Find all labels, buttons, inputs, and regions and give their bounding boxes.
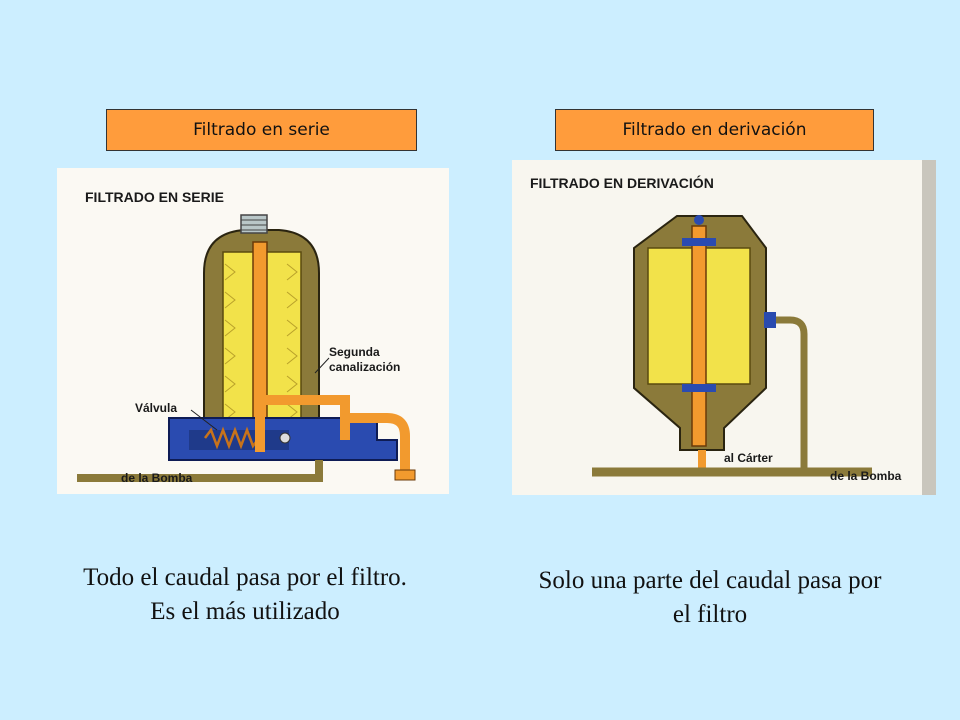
caption-serie: Todo el caudal pasa por el filtro. Es el… xyxy=(30,561,460,629)
label-de-la-bomba-derivacion: de la Bomba xyxy=(830,469,902,483)
caption-serie-line1: Todo el caudal pasa por el filtro. xyxy=(83,564,407,591)
label-valvula: Válvula xyxy=(135,401,177,415)
return-pipe xyxy=(345,413,410,480)
label-al-carter: al Cárter xyxy=(724,451,773,465)
tab-filtrado-en-serie: Filtrado en serie xyxy=(106,109,417,151)
valve-spring xyxy=(204,426,260,450)
caption-serie-line2: Es el más utilizado xyxy=(150,598,340,625)
diagram-filtrado-en-serie: FILTRADO EN SERIE Segunda canalización xyxy=(57,168,449,494)
diagram-filtrado-en-derivacion: FILTRADO EN DERIVACIÓN al Cárter de la B… xyxy=(512,160,936,495)
label-canalizacion: canalización xyxy=(329,360,400,374)
serie-diagram-svg: FILTRADO EN SERIE Segunda canalización xyxy=(57,168,449,494)
label-segunda: Segunda xyxy=(329,345,380,359)
valve-ball xyxy=(279,432,291,444)
caption-derivacion-line1: Solo una parte del caudal pasa por xyxy=(538,567,882,594)
caption-derivacion: Solo una parte del caudal pasa por el fi… xyxy=(480,564,940,632)
derivacion-diagram-svg: FILTRADO EN DERIVACIÓN al Cárter de la B… xyxy=(512,160,936,495)
derivacion-title: FILTRADO EN DERIVACIÓN xyxy=(530,174,714,191)
label-de-la-bomba-serie: de la Bomba xyxy=(121,471,193,485)
inlet-pipe xyxy=(77,460,323,482)
bypass-pipe xyxy=(766,316,808,472)
serie-title: FILTRADO EN SERIE xyxy=(85,189,224,205)
caption-derivacion-line2: el filtro xyxy=(672,601,748,628)
central-tube xyxy=(691,225,707,447)
tab-filtrado-en-derivacion: Filtrado en derivación xyxy=(555,109,874,151)
